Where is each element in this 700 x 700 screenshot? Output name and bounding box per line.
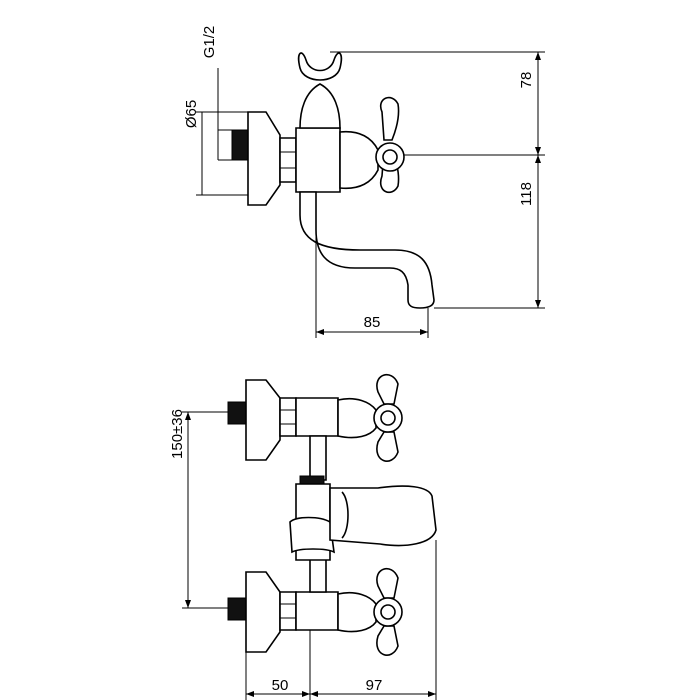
- left-offset-label: 50: [272, 677, 289, 694]
- spout-front: [329, 485, 437, 547]
- cross-handle-upper: [373, 373, 403, 462]
- valve-body: [295, 127, 341, 193]
- riser-lower: [309, 555, 327, 593]
- wall-flange: [247, 111, 281, 206]
- handset-holder-front: [289, 516, 335, 554]
- spout-reach-label: 85: [364, 314, 381, 331]
- riser-upper: [309, 435, 327, 481]
- diameter-label: Ø65: [183, 100, 200, 128]
- front-dimensions: [182, 411, 437, 700]
- spout: [299, 191, 435, 309]
- handset-holder: [299, 83, 341, 129]
- lower-inlet: [227, 571, 377, 653]
- upper-inlet: [227, 379, 377, 461]
- height-bottom-label: 118: [518, 182, 535, 206]
- side-view: G1/2 Ø65 78 118 85: [183, 26, 545, 338]
- cross-handle-lower: [373, 567, 403, 656]
- inlet-thread: [231, 129, 249, 161]
- thread-label: G1/2: [201, 26, 218, 59]
- front-view: 150±36 50 97: [169, 373, 437, 700]
- valve-bonnet: [339, 130, 379, 190]
- height-top-label: 78: [518, 72, 535, 89]
- side-dimensions: [196, 51, 545, 338]
- diverter-knob: [299, 475, 325, 485]
- spacing-label: 150±36: [169, 409, 186, 459]
- right-offset-label: 97: [366, 677, 383, 694]
- holder-clip: [297, 52, 343, 81]
- cross-handle-side: [375, 96, 405, 194]
- hex-coupling: [279, 137, 297, 183]
